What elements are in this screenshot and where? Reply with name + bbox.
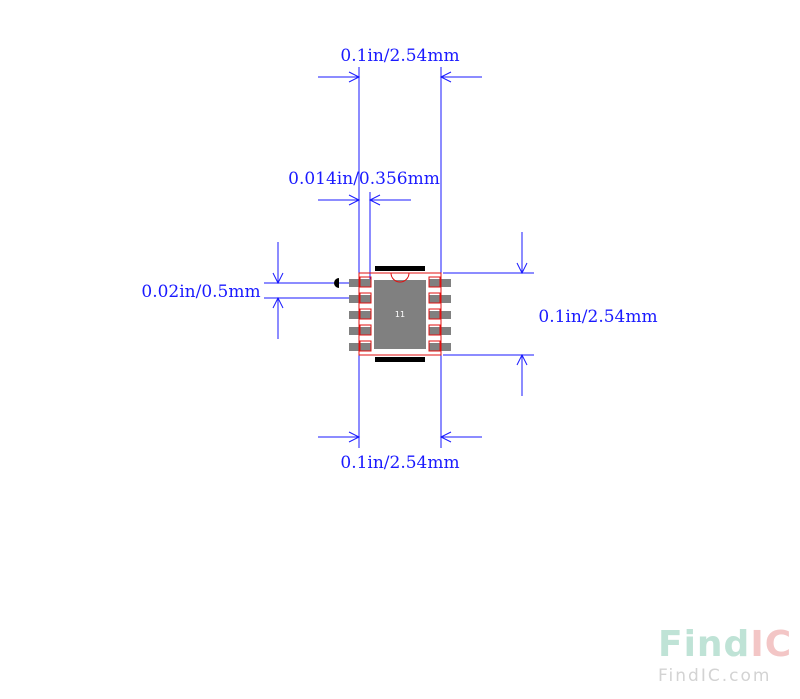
watermark-url: FindIC.com (658, 666, 771, 686)
dimension-row-spacing (443, 232, 534, 396)
pin1-notch (390, 272, 410, 283)
watermark-logo: FindIC (658, 624, 792, 665)
top-silkscreen-bar (375, 266, 425, 271)
dimension-pad-width (318, 192, 411, 284)
dimension-bottom-pitch (318, 431, 482, 443)
watermark-logo-find: Find (658, 624, 750, 665)
bottom-pitch-label: 0.1in/2.54mm (340, 453, 459, 473)
dimension-top-pitch (318, 67, 482, 448)
component-footprint: 11 (334, 266, 451, 362)
watermark: FindIC FindIC.com (658, 624, 792, 686)
row-spacing-label: 0.1in/2.54mm (538, 307, 657, 327)
pad-width-label: 0.014in/0.356mm (288, 169, 440, 189)
center-label: 11 (395, 310, 405, 319)
pin1-marker-icon (334, 278, 339, 288)
bottom-silkscreen-bar (375, 357, 425, 362)
watermark-logo-ic: IC (750, 624, 792, 665)
pad-height-label: 0.02in/0.5mm (141, 282, 260, 302)
package-body (374, 280, 426, 349)
top-pitch-label: 0.1in/2.54mm (340, 46, 459, 66)
red-outline (358, 272, 442, 356)
dimension-pad-height (264, 242, 357, 339)
